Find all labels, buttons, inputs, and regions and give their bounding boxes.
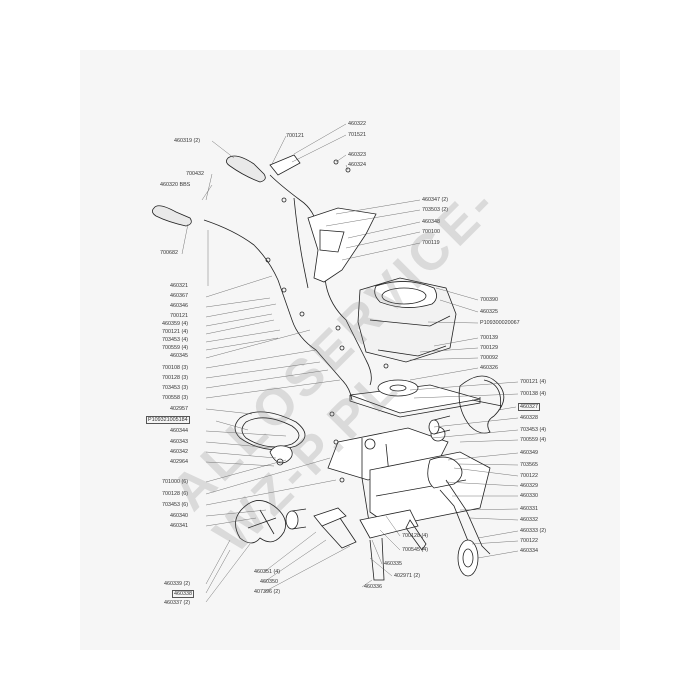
part-label: 460351 (4) <box>254 569 281 575</box>
part-label: 700129 <box>480 345 498 351</box>
part-label: 701521 <box>348 132 366 138</box>
part-label: 460334 <box>520 548 538 554</box>
part-label: 700128 (3) <box>162 375 189 381</box>
part-label: 460322 <box>348 121 366 127</box>
part-label: 460344 <box>170 428 188 434</box>
part-label: 460321 <box>170 283 188 289</box>
part-label: 460345 <box>170 353 188 359</box>
part-label: 700559 (4) <box>162 345 189 351</box>
part-label: 700390 <box>480 297 498 303</box>
part-label: 700682 <box>160 250 178 256</box>
left-tine-assembly <box>235 500 287 544</box>
left-grip <box>226 155 266 183</box>
exploded-view-drawing <box>152 123 519 603</box>
part-label: 460343 <box>170 439 188 445</box>
part-label: 460320 BBS <box>160 182 191 188</box>
part-label: 700119 <box>422 240 440 246</box>
part-label-boxed: P109321005184 <box>146 416 190 424</box>
part-label: 700138 (4) <box>520 391 547 397</box>
part-label: 460336 <box>364 584 382 590</box>
depth-stake <box>359 509 419 539</box>
part-label: 460341 <box>170 523 188 529</box>
part-label: 460326 <box>480 365 498 371</box>
handle-tube-2 <box>203 219 353 401</box>
part-label: 402957 <box>170 406 188 412</box>
part-label: 460340 <box>170 513 188 519</box>
right-tine-assembly <box>458 375 505 434</box>
part-label: 460323 <box>348 152 366 158</box>
part-label-boxed: 460327 <box>518 403 540 411</box>
part-label: 460346 <box>170 303 188 309</box>
part-label: 460339 (2) <box>164 581 191 587</box>
part-label: 700128 (4) <box>402 533 429 539</box>
part-label: 703453 (4) <box>162 337 189 343</box>
part-label: 460319 (2) <box>174 138 201 144</box>
wheel-bracket <box>427 456 463 489</box>
engine-cover-shroud <box>307 207 377 283</box>
part-label: 703503 (2) <box>422 207 449 213</box>
part-label: 700121 <box>286 133 304 139</box>
part-label: 402964 <box>170 459 188 465</box>
part-label: 703453 (4) <box>520 427 547 433</box>
drive-belt <box>234 411 306 450</box>
part-label: 700128 (6) <box>162 491 189 497</box>
part-label: 700121 (4) <box>520 379 547 385</box>
part-label: 701000 (6) <box>162 479 189 485</box>
drive-pulley <box>377 379 419 397</box>
skid-plate <box>313 507 347 527</box>
part-label: 700139 <box>480 335 498 341</box>
part-label: 700121 (4) <box>162 329 189 335</box>
part-label: 700559 (4) <box>520 437 547 443</box>
transport-wheel <box>457 539 479 577</box>
part-label: 460329 <box>520 483 538 489</box>
part-label: 703565 <box>520 462 538 468</box>
part-label: 460367 <box>170 293 188 299</box>
part-label: 460335 <box>384 561 402 567</box>
part-label: 460337 (2) <box>164 600 191 606</box>
handle-tube <box>269 174 372 386</box>
part-label: 700122 <box>520 473 538 479</box>
part-label: 460348 <box>422 219 440 225</box>
part-label: 460347 (2) <box>422 197 449 203</box>
part-label: 703453 (3) <box>162 385 189 391</box>
part-label: 460350 <box>260 579 278 585</box>
part-label: 460328 <box>520 415 538 421</box>
right-grip <box>152 205 192 227</box>
part-label: 700100 <box>422 229 440 235</box>
part-label: 700432 <box>186 171 204 177</box>
part-label: 402971 (2) <box>394 573 421 579</box>
part-label: 407396 (2) <box>254 589 281 595</box>
part-label: 700092 <box>480 355 498 361</box>
part-label-boxed: 460338 <box>172 590 194 598</box>
part-label: P109300020067 <box>480 320 520 326</box>
part-label: 460331 <box>520 506 538 512</box>
part-label: 703453 (6) <box>162 502 189 508</box>
part-label: 460349 <box>520 450 538 456</box>
part-label: 460325 <box>480 309 498 315</box>
part-label: 460332 <box>520 517 538 523</box>
part-label: 700545 (4) <box>402 547 429 553</box>
part-label: 460324 <box>348 162 366 168</box>
parts-diagram-sheet: 460319 (2) 700432 460320 BBS 700682 4603… <box>80 50 620 650</box>
part-label: 700122 <box>520 538 538 544</box>
part-label: 460330 <box>520 493 538 499</box>
part-label: 460333 (2) <box>520 528 547 534</box>
part-label: 460359 (4) <box>162 321 189 327</box>
part-label: 700121 <box>170 313 188 319</box>
part-label: 460342 <box>170 449 188 455</box>
part-label: 700108 (3) <box>162 365 189 371</box>
part-label: 700558 (3) <box>162 395 189 401</box>
